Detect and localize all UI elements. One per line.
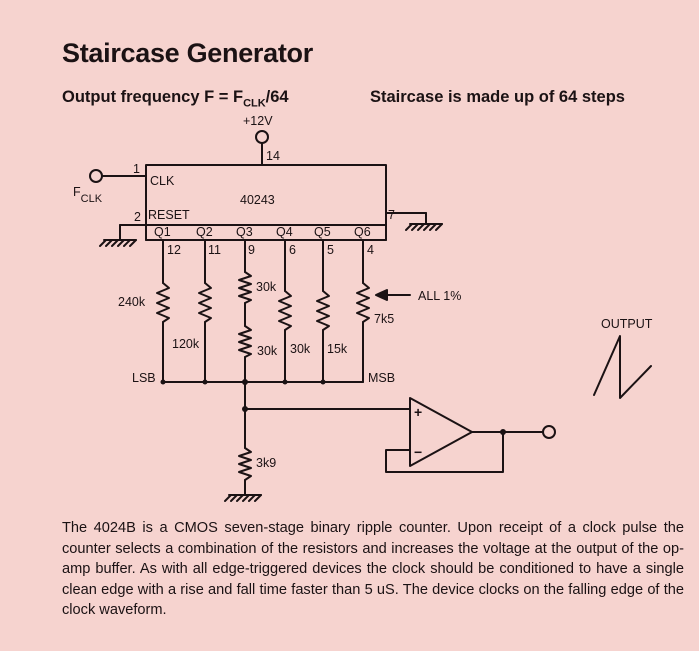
output-q2-label: Q2 xyxy=(196,225,213,239)
tolerance-note: ALL 1% xyxy=(418,289,461,303)
pin-9-label: 9 xyxy=(248,243,255,257)
pin-4-label: 4 xyxy=(367,243,374,257)
junction-dot xyxy=(320,379,326,385)
resistor-7k5-label: 7k5 xyxy=(374,312,394,326)
ic-40243-body xyxy=(145,164,387,226)
formula-suffix: /64 xyxy=(265,88,289,106)
resistor-7k5 xyxy=(356,282,370,323)
resistor-30k-b xyxy=(238,325,252,358)
chip-name: 40243 xyxy=(240,193,275,207)
clk-label: CLK xyxy=(150,174,175,188)
pin-5-label: 5 xyxy=(327,243,334,257)
resistor-120k xyxy=(198,282,212,323)
supply-label: +12V xyxy=(243,114,273,128)
pin-reset-label: 2 xyxy=(134,210,141,224)
load-resistor-label: 3k9 xyxy=(256,456,276,470)
pin-gnd-label: 7 xyxy=(388,208,395,222)
resistor-15k-label: 15k xyxy=(327,342,348,356)
fclk-sub: CLK xyxy=(81,193,103,205)
output-q4-label: Q4 xyxy=(276,225,293,239)
output-frequency-formula: Output frequency F = FCLK/64 xyxy=(62,88,289,109)
caption-paragraph: The 4024B is a CMOS seven-stage binary r… xyxy=(62,520,684,619)
output-q1-label: Q1 xyxy=(154,225,171,239)
pin-6-label: 6 xyxy=(289,243,296,257)
formula-prefix: Output frequency F = F xyxy=(62,88,244,106)
junction-dot xyxy=(500,429,506,435)
resistor-30k-b-label: 30k xyxy=(257,344,278,358)
output-waveform xyxy=(593,335,652,399)
junction-dot xyxy=(282,379,288,385)
junction-dot xyxy=(242,379,248,385)
pin-11-label: 11 xyxy=(208,243,221,257)
opamp-minus-label: − xyxy=(414,444,422,460)
feedback-wire xyxy=(385,431,504,473)
resistor-30k-c-label: 30k xyxy=(290,342,311,356)
junction-dot xyxy=(202,379,208,385)
output-terminal xyxy=(542,425,556,439)
resistor-30k-a-label: 30k xyxy=(256,280,277,294)
resistor-3k9 xyxy=(238,447,252,481)
resistor-240k-label: 240k xyxy=(118,295,146,309)
output-q5-label: Q5 xyxy=(314,225,331,239)
output-q3-label: Q3 xyxy=(236,225,253,239)
junction-dot xyxy=(242,406,248,412)
pin-12-label: 12 xyxy=(167,243,181,257)
pin-vdd-label: 14 xyxy=(266,149,280,163)
opamp-plus-label: + xyxy=(414,404,422,420)
resistor-240k xyxy=(156,282,170,323)
junction-dot xyxy=(160,379,166,385)
resistor-30k-a xyxy=(238,271,252,304)
page-title: Staircase Generator xyxy=(62,38,313,68)
pin-clk-label: 1 xyxy=(133,162,140,176)
output-label: OUTPUT xyxy=(601,317,653,331)
opamp-buffer xyxy=(409,397,473,467)
clk-terminal xyxy=(89,169,103,183)
fclk-main: F xyxy=(73,185,81,199)
output-q6-label: Q6 xyxy=(354,225,371,239)
resistor-120k-label: 120k xyxy=(172,337,200,351)
fclk-label: FCLK xyxy=(73,185,103,205)
lsb-label: LSB xyxy=(132,371,156,385)
reset-label: RESET xyxy=(148,208,190,222)
resistor-30k-c xyxy=(278,290,292,331)
resistor-15k xyxy=(316,290,330,331)
steps-note: Staircase is made up of 64 steps xyxy=(370,88,625,106)
supply-terminal xyxy=(255,130,269,144)
tolerance-arrowhead xyxy=(375,289,388,301)
msb-label: MSB xyxy=(368,371,395,385)
formula-subscript: CLK xyxy=(243,97,266,110)
